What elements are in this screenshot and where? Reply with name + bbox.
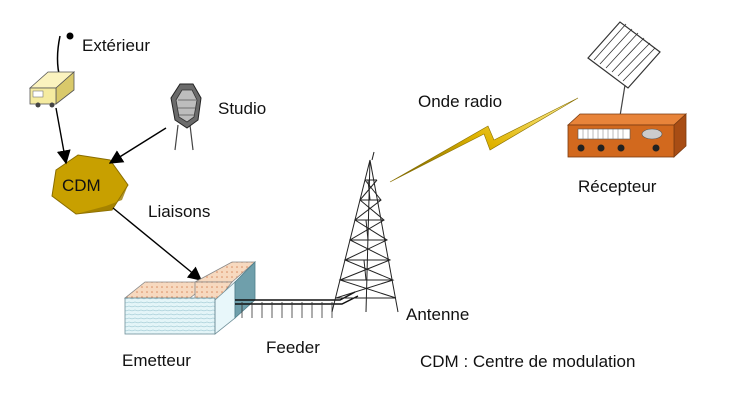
arrow-studio-cdm — [108, 127, 167, 164]
arrow-cdm-emetteur — [112, 207, 203, 281]
building-icon — [123, 261, 257, 335]
label-feeder: Feeder — [266, 338, 320, 357]
feeder-cable — [235, 291, 359, 318]
van-icon — [28, 32, 76, 108]
dish-antenna-icon — [587, 21, 661, 117]
label-emetteur: Emetteur — [122, 351, 191, 370]
cdm-polygon-icon — [51, 154, 129, 215]
label-studio: Studio — [218, 99, 267, 118]
arrow-exterieur-cdm — [55, 107, 71, 165]
label-exterieur: Extérieur — [82, 36, 151, 55]
radio-icon — [566, 113, 688, 158]
legend-cdm: CDM : Centre de modulation — [420, 352, 636, 371]
label-onde-radio: Onde radio — [418, 92, 503, 111]
label-recepteur: Récepteur — [578, 177, 657, 196]
label-liaisons: Liaisons — [148, 202, 211, 221]
tower-icon — [331, 151, 399, 313]
lightning-wave-icon — [389, 97, 579, 183]
label-antenne: Antenne — [406, 305, 470, 324]
label-cdm: CDM — [62, 176, 101, 195]
microphone-icon — [170, 83, 202, 151]
